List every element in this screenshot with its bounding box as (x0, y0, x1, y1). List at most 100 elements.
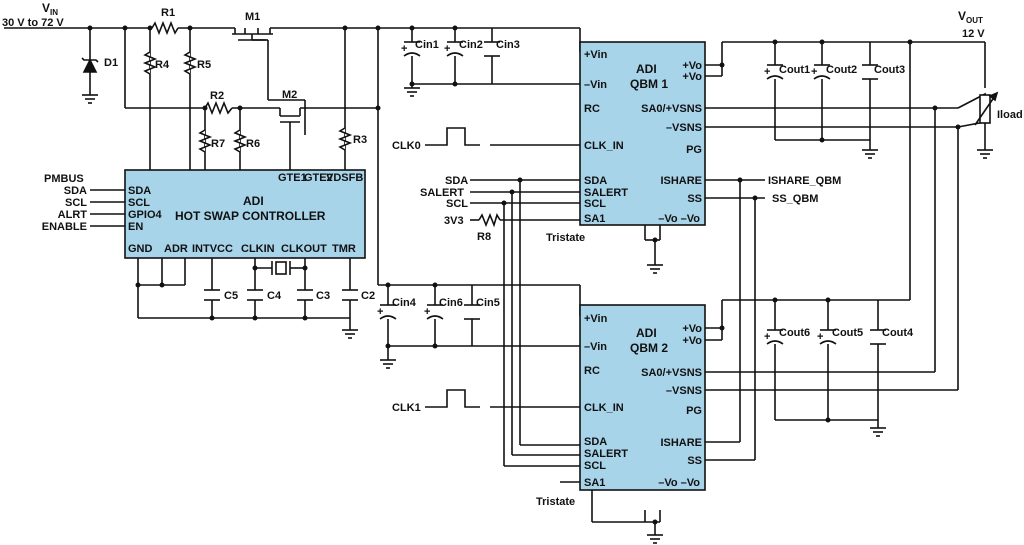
r4-label: R4 (155, 59, 170, 71)
capacitor-cout3 (862, 64, 878, 80)
m2-label: M2 (282, 89, 297, 101)
capacitor-c4 (247, 289, 263, 301)
cin6-label: Cin6 (439, 297, 463, 309)
capacitor-c3 (297, 289, 313, 301)
qbm1-block (579, 41, 706, 226)
r1-label: R1 (161, 7, 175, 19)
load-label: Iload (997, 109, 1023, 121)
capacitors (204, 41, 886, 345)
resistor-r2 (204, 100, 233, 116)
qbm2-block (579, 304, 706, 491)
ground-symbols (82, 87, 993, 544)
capacitor-cout6 (766, 329, 784, 345)
resistors (142, 20, 501, 228)
qbm2-pin-rc: RC (584, 365, 600, 377)
cout6-label: Cout6 (779, 327, 810, 339)
qbm1-pin-sa0: SA0/+VSNS (641, 103, 702, 115)
clk1-label: CLK1 (392, 402, 421, 414)
svg-text:+: + (764, 331, 770, 343)
cin4-label: Cin4 (392, 297, 417, 309)
qbm1-pin-vin-pos: +Vin (584, 49, 608, 61)
hotswap-title-1: ADI (243, 194, 264, 208)
qbm2-pin-salert: SALERT (584, 448, 628, 460)
capacitor-cout5 (819, 329, 837, 345)
resistor-r7 (197, 129, 213, 153)
capacitor-cin4 (379, 304, 397, 320)
salert-net-label: SALERT (420, 187, 464, 199)
resistor-r6 (232, 129, 248, 153)
svg-text:+: + (401, 43, 407, 55)
polarity-marks: ++ ++ ++ ++ (377, 43, 823, 343)
resistor-r4 (142, 51, 158, 75)
tristate-label-2: Tristate (536, 496, 575, 508)
clk0-label: CLK0 (392, 140, 421, 152)
r2-label: R2 (210, 90, 224, 102)
qbm1-pin-vo2: +Vo (682, 71, 702, 83)
qbm1-title-2: QBM 1 (630, 77, 668, 91)
m1-label: M1 (245, 11, 260, 23)
qbm1-pin-vo-neg: –Vo –Vo (658, 213, 700, 225)
capacitor-cin3 (484, 41, 500, 57)
c3-label: C3 (316, 290, 330, 302)
ss-net-label: SS_QBM (772, 193, 818, 205)
ishare-net-label: ISHARE_QBM (768, 175, 841, 187)
hotswap-pin-en: EN (128, 221, 143, 233)
capacitor-cin5 (464, 304, 480, 320)
svg-text:+: + (811, 66, 817, 78)
capacitor-cin2 (446, 41, 464, 57)
hotswap-pin-gpio4: GPIO4 (128, 209, 163, 221)
r8-label: R8 (477, 231, 491, 243)
hotswap-controller-block (124, 169, 366, 259)
qbm1-pin-clk-in: CLK_IN (584, 140, 624, 152)
r7-label: R7 (211, 138, 225, 150)
cin1-label: Cin1 (415, 39, 439, 51)
qbm1-pin-ss: SS (687, 193, 702, 205)
hotswap-pin-scl: SCL (128, 197, 150, 209)
cout1-label: Cout1 (779, 64, 810, 76)
cout2-label: Cout2 (826, 64, 857, 76)
svg-text:+: + (424, 306, 430, 318)
pmbus-label: PMBUS (44, 173, 84, 185)
qbm2-pin-sa1: SA1 (584, 477, 605, 489)
hs-signal-alrt: ALRT (58, 209, 88, 221)
wires (4, 27, 986, 535)
capacitor-c5 (204, 289, 220, 301)
sda-net-label: SDA (445, 175, 468, 187)
qbm2-pin-vin-neg: –Vin (584, 341, 607, 353)
qbm2-pin-vin-pos: +Vin (584, 313, 608, 325)
mosfet-m1 (232, 28, 273, 41)
hotswap-pin-sda: SDA (128, 185, 151, 197)
qbm1-pin-vo1: +Vo (682, 60, 702, 72)
vin-range-label: 30 V to 72 V (2, 17, 64, 29)
ground-icon (647, 264, 663, 274)
capacitor-cin6 (426, 304, 444, 320)
capacitor-cout1 (766, 64, 784, 80)
ground-icon (977, 149, 993, 159)
hs-signal-sda: SDA (64, 185, 87, 197)
hotswap-pin-adr: ADR (164, 243, 188, 255)
capacitor-c2 (342, 289, 358, 301)
r5-label: R5 (197, 59, 211, 71)
c2-label: C2 (361, 290, 375, 302)
hotswap-pin-gte2: GTE2 (304, 172, 333, 184)
qbm2-pin-sa0: SA0/+VSNS (641, 367, 702, 379)
qbm2-pin-vo2: +Vo (682, 335, 702, 347)
qbm1-pin-salert: SALERT (584, 187, 628, 199)
cout4-label: Cout4 (882, 327, 914, 339)
qbm2-title-1: ADI (636, 326, 657, 340)
qbm2-pin-vsns-neg: –VSNS (666, 385, 702, 397)
qbm1-pin-pg: PG (686, 144, 702, 156)
hotswap-title-2: HOT SWAP CONTROLLER (175, 209, 326, 223)
vout-value-label: 12 V (962, 28, 985, 40)
qbm1-title-1: ADI (636, 62, 657, 76)
capacitor-cin1 (403, 41, 421, 57)
capacitor-cout4 (870, 329, 886, 345)
resistor-r8 (478, 212, 501, 228)
cin5-label: Cin5 (476, 297, 500, 309)
qbm1-pin-vsns-neg: –VSNS (666, 122, 702, 134)
d1-label: D1 (104, 57, 118, 69)
resistor-r5 (182, 51, 198, 75)
ground-icon (404, 87, 420, 97)
mosfet-m2 (280, 108, 301, 130)
cout5-label: Cout5 (832, 327, 863, 339)
